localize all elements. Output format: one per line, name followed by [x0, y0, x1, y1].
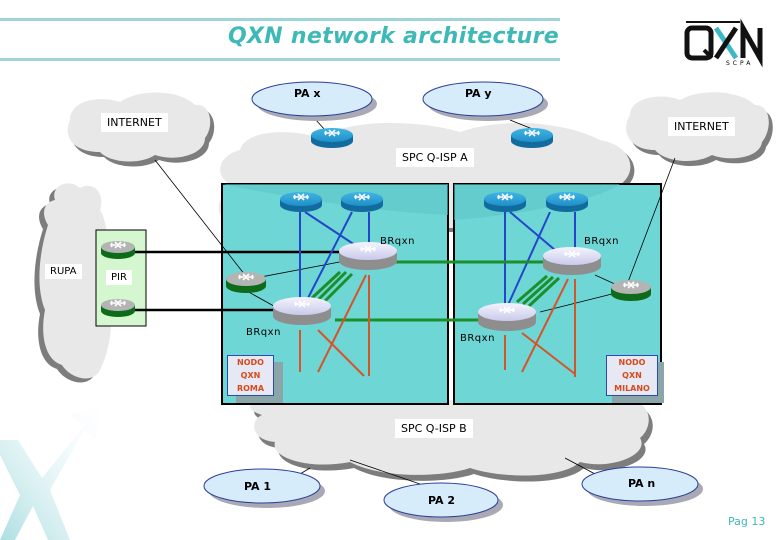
border-router-icon: [339, 242, 397, 270]
logo-subtext: SCPA: [726, 60, 754, 67]
router-icon: [484, 192, 526, 212]
border-router-icon: [273, 297, 331, 325]
pir-router-icon: [101, 299, 135, 317]
node-roma-line1: NODO: [237, 358, 264, 367]
node-milano-line3: MILANO: [614, 384, 650, 393]
blue-links: [299, 211, 576, 306]
pa-x-label: PA x: [294, 87, 321, 100]
cloud-rupa: [34, 183, 112, 383]
router-icon: [280, 192, 322, 212]
cloud-label-internet-right: INTERNET: [668, 117, 735, 136]
br-label-milano-bottom: BRqxn: [460, 333, 495, 344]
cloud-isp-b: [250, 400, 653, 482]
qxn-logo: [684, 18, 763, 68]
node-roma-line2: QXN: [240, 371, 261, 380]
cloud-label-internet-left: INTERNET: [101, 113, 168, 132]
green-links: [310, 260, 561, 322]
node-qxn-roma: NODO QXN ROMA: [227, 355, 274, 396]
pa-x-ellipse: [251, 81, 377, 121]
pa-1-label: PA 1: [244, 480, 272, 493]
router-icon: [311, 128, 353, 148]
pa-n-ellipse: [581, 466, 703, 506]
slide-title: QXN network architecture: [228, 24, 559, 49]
br-label-roma-bottom: BRqxn: [246, 327, 281, 338]
node-qxn-milano: NODO QXN MILANO: [606, 355, 658, 396]
pir-label: PIR: [106, 270, 132, 285]
pa-2-ellipse: [383, 482, 503, 522]
orange-links: [299, 274, 576, 377]
br-label-milano-top: BRqxn: [584, 236, 619, 247]
node-milano-line2: QXN: [622, 371, 642, 380]
access-router-icon: [226, 272, 266, 293]
pa-y-ellipse: [422, 81, 548, 121]
title-bar-bottom: [0, 58, 560, 61]
pa-n-label: PA n: [628, 477, 656, 490]
cloud-label-isp-b: SPC Q-ISP B: [395, 419, 473, 438]
pa-1-ellipse: [203, 468, 325, 508]
node-milano-line1: NODO: [618, 358, 646, 367]
node-roma-line3: ROMA: [236, 384, 265, 393]
border-router-icon: [543, 247, 601, 275]
pir-router-icon: [101, 241, 135, 259]
router-icon: [546, 192, 588, 212]
page-number: Pag 13: [728, 515, 766, 528]
title-bar-top: [0, 18, 560, 21]
access-router-icon: [611, 280, 651, 301]
cloud-label-rupa: RUPA: [45, 264, 82, 279]
pa-y-label: PA y: [465, 87, 492, 100]
router-icon: [511, 128, 553, 148]
watermark-x: [0, 405, 104, 540]
pa-2-label: PA 2: [428, 494, 456, 507]
border-router-icon: [478, 303, 536, 331]
br-label-roma-top: BRqxn: [380, 236, 415, 247]
router-icon: [341, 192, 383, 212]
cloud-label-isp-a: SPC Q-ISP A: [396, 148, 474, 167]
